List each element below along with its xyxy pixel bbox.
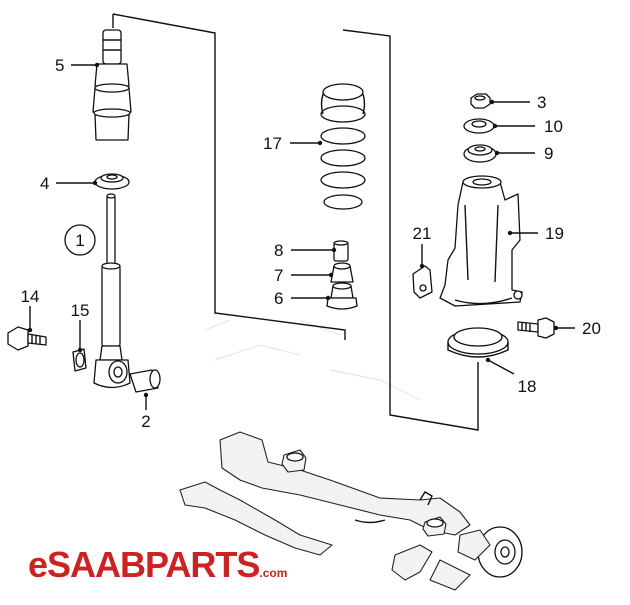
label-part-10: 10	[544, 117, 563, 136]
part-1-shock-absorber	[93, 193, 131, 389]
label-part-18: 18	[518, 377, 537, 396]
part-18-spring-insulator	[447, 327, 509, 358]
part-19-mount-bracket	[439, 175, 523, 307]
part-21-clip	[412, 265, 433, 299]
leader-dot	[489, 99, 495, 105]
assembly-outline-right	[342, 29, 479, 431]
leader-dot	[419, 263, 425, 269]
part-6-rubber-mount	[326, 282, 358, 310]
part-4-spring-seat	[94, 173, 130, 190]
label-part-4: 4	[40, 174, 49, 193]
logo-prefix: e	[28, 544, 48, 585]
label-part-2: 2	[141, 412, 150, 431]
leader-dot	[331, 247, 337, 253]
label-part-17: 17	[263, 134, 282, 153]
logo-brand: SAABPARTS	[47, 544, 260, 585]
background-sketch	[204, 319, 421, 401]
label-part-3: 3	[537, 93, 546, 112]
leader-dot	[494, 150, 500, 156]
part-14-bolt	[7, 326, 47, 351]
part-9-upper-bearing	[463, 144, 497, 163]
part-3-nut	[470, 93, 491, 109]
part-17-coil-spring	[320, 83, 366, 210]
part-15-washer	[72, 348, 87, 372]
part-8-sleeve	[333, 240, 349, 262]
leader-dot	[485, 357, 491, 363]
leader-dot	[143, 392, 149, 398]
esaabparts-logo: eSAABPARTS.com	[28, 544, 288, 585]
leader-dot	[317, 140, 323, 146]
label-part-1: 1	[75, 231, 84, 250]
label-part-5: 5	[55, 56, 64, 75]
label-part-21: 21	[413, 224, 432, 243]
rear-axle-subframe	[179, 431, 523, 591]
leader-dot	[328, 272, 334, 278]
label-part-7: 7	[274, 266, 283, 285]
leader-dot	[492, 123, 498, 129]
label-part-6: 6	[274, 289, 283, 308]
leader-dot	[507, 230, 513, 236]
label-part-15: 15	[71, 301, 90, 320]
leader-dot	[325, 295, 331, 301]
part-20-bolt	[517, 317, 555, 339]
part-5-bump-stop	[92, 29, 132, 141]
part-2-bushing	[129, 369, 161, 393]
leader-dot	[553, 325, 559, 331]
leader-dot	[94, 62, 100, 68]
label-part-20: 20	[582, 319, 601, 338]
assembly-outline-left	[112, 13, 346, 340]
leader-dot	[27, 327, 33, 333]
label-part-14: 14	[21, 287, 40, 306]
part-1-label-circle	[64, 224, 96, 256]
label-part-8: 8	[274, 241, 283, 260]
logo-domain: .com	[259, 566, 288, 580]
leader-dot	[77, 347, 83, 353]
leader-dot	[92, 180, 98, 186]
part-labels: 1 2 3 4 5 6 7 8 9 10 14 15 17 18 19 20 2…	[21, 56, 601, 431]
label-part-9: 9	[544, 144, 553, 163]
part-7-bushing	[330, 262, 354, 283]
part-10-bearing	[463, 118, 495, 134]
label-part-19: 19	[545, 224, 564, 243]
leader-lines	[27, 62, 575, 410]
